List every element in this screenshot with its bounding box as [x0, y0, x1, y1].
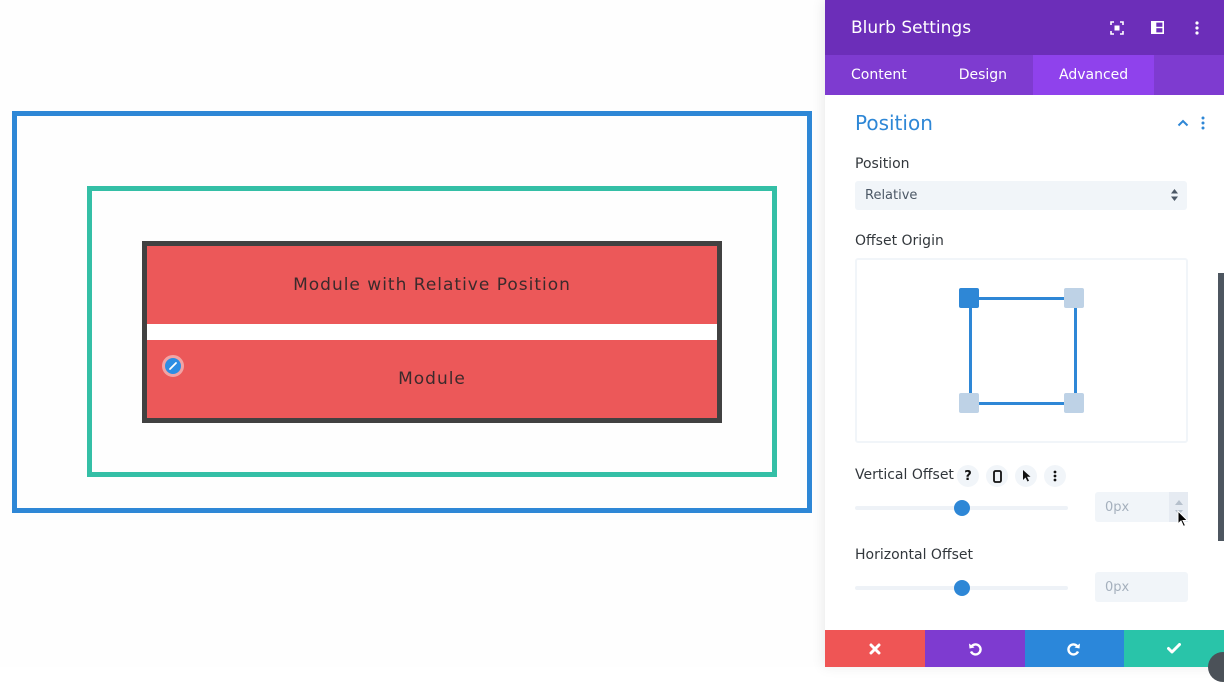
select-arrows-icon [1171, 189, 1178, 205]
panel-title: Blurb Settings [851, 17, 972, 38]
mouse-cursor-icon [1177, 509, 1189, 532]
horizontal-offset-input[interactable]: 0px [1095, 572, 1188, 602]
column-outline[interactable]: Module with Relative Position Module [142, 241, 722, 423]
increment-icon[interactable] [1174, 499, 1183, 505]
group-title: Position [855, 111, 933, 135]
responsive-phone-icon[interactable] [986, 465, 1008, 487]
horizontal-offset-label: Horizontal Offset [855, 547, 973, 563]
module-plain[interactable]: Module [147, 340, 717, 418]
vertical-offset-label: Vertical Offset [855, 467, 954, 483]
redo-button[interactable] [1024, 630, 1125, 667]
undo-button[interactable] [924, 630, 1025, 667]
panel-footer [825, 630, 1224, 667]
panel-header: Blurb Settings [825, 0, 1224, 55]
help-icon[interactable]: ? [957, 465, 979, 487]
pencil-icon[interactable] [162, 355, 184, 377]
vertical-offset-slider-thumb[interactable] [954, 500, 970, 516]
vertical-offset-options: ? [957, 465, 1066, 487]
position-select[interactable]: Relative [855, 181, 1187, 210]
redo-icon [1067, 642, 1081, 656]
tab-content[interactable]: Content [851, 67, 907, 83]
expand-icon[interactable] [1108, 19, 1126, 37]
discard-button[interactable] [825, 630, 925, 667]
close-icon [869, 643, 881, 654]
tab-design[interactable]: Design [958, 67, 1008, 83]
origin-top-left[interactable] [959, 288, 979, 308]
module-label: Module [398, 369, 466, 389]
origin-top-right[interactable] [1064, 288, 1084, 308]
more-vertical-icon[interactable] [1188, 19, 1206, 37]
sidebar-layout-icon[interactable] [1148, 19, 1166, 37]
builder-canvas: Module with Relative Position Module [12, 111, 812, 513]
horizontal-offset-slider[interactable] [855, 580, 1068, 596]
settings-panel: Blurb Settings Content Design [825, 0, 1224, 667]
module-label: Module with Relative Position [293, 275, 571, 295]
undo-icon [968, 642, 982, 656]
panel-scrollbar[interactable] [1218, 273, 1224, 541]
vertical-offset-input[interactable]: 0px [1095, 492, 1188, 522]
position-select-value: Relative [865, 188, 918, 203]
position-label: Position [855, 156, 910, 172]
section-outline[interactable] [12, 111, 812, 513]
horizontal-offset-value: 0px [1105, 579, 1130, 595]
chevron-up-icon[interactable] [1177, 119, 1189, 127]
position-group-header[interactable]: Position [855, 111, 1205, 135]
horizontal-offset-slider-thumb[interactable] [954, 580, 970, 596]
tab-advanced[interactable]: Advanced [1033, 55, 1155, 95]
origin-frame [969, 297, 1077, 405]
save-button[interactable] [1124, 630, 1224, 667]
vertical-offset-value: 0px [1105, 499, 1130, 515]
offset-origin-picker [855, 258, 1188, 443]
more-vertical-icon[interactable] [1044, 465, 1066, 487]
row-outline[interactable] [87, 186, 777, 477]
check-icon [1167, 643, 1182, 654]
more-vertical-icon[interactable] [1201, 116, 1205, 130]
origin-bottom-right[interactable] [1064, 393, 1084, 413]
panel-tabs: Content Design Advanced [825, 55, 1224, 95]
origin-bottom-left[interactable] [959, 393, 979, 413]
module-relative-position[interactable]: Module with Relative Position [147, 246, 717, 324]
vertical-offset-slider[interactable] [855, 500, 1068, 516]
panel-body: Position Position Relative Offset Origin… [825, 95, 1224, 630]
hover-cursor-icon[interactable] [1015, 465, 1037, 487]
offset-origin-label: Offset Origin [855, 233, 944, 249]
